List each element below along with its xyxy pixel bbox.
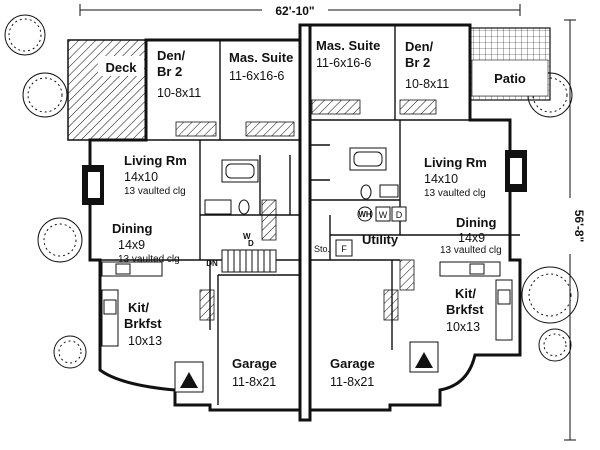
exterior-walls [88, 23, 522, 422]
svg-text:Mas. Suite: Mas. Suite [316, 38, 380, 53]
stairs-down-label: DN [206, 259, 218, 268]
storage-label: Sto. [314, 244, 330, 254]
laundry-left: W D [243, 232, 254, 248]
left-master-suite-label: Mas. Suite 11-6x16-6 [229, 50, 293, 83]
svg-text:13 vaulted clg: 13 vaulted clg [440, 245, 502, 256]
svg-text:10x13: 10x13 [128, 334, 162, 348]
svg-text:14x10: 14x10 [424, 172, 458, 186]
right-den-label: Den/ Br 2 10-8x11 [405, 39, 449, 91]
svg-text:10-8x11: 10-8x11 [157, 86, 201, 100]
svg-text:10x13: 10x13 [446, 320, 480, 334]
bathtub-icon [221, 147, 387, 183]
fireplace-icon [82, 150, 527, 205]
right-unit-walls [310, 25, 520, 350]
width-dimension: 62'-10" [79, 3, 521, 18]
svg-text:Garage: Garage [330, 356, 375, 371]
svg-text:14x10: 14x10 [124, 170, 158, 184]
svg-text:Living Rm: Living Rm [424, 155, 487, 170]
deck-label: Deck [105, 60, 137, 75]
svg-text:11-6x16-6: 11-6x16-6 [316, 56, 371, 70]
left-dining-label: Dining 14x9 13 vaulted clg [112, 221, 180, 265]
water-heater-label: WH [358, 210, 372, 219]
toilet-icon [204, 184, 399, 215]
svg-text:11-6x16-6: 11-6x16-6 [229, 69, 284, 83]
washer-label: W [379, 210, 388, 220]
dryer-label: D [248, 239, 254, 248]
right-dining-label: Dining 14x9 13 vaulted clg [440, 215, 502, 256]
svg-text:Kit/: Kit/ [128, 300, 149, 315]
furnace-label: F [341, 244, 347, 254]
svg-text:Kit/: Kit/ [455, 286, 476, 301]
stairs: DN [206, 249, 277, 273]
svg-text:11-8x21: 11-8x21 [330, 375, 374, 389]
svg-text:Mas. Suite: Mas. Suite [229, 50, 293, 65]
patio-label: Patio [494, 71, 526, 86]
left-living-room-label: Living Rm 14x10 13 vaulted clg [124, 153, 187, 197]
svg-text:Brkfst: Brkfst [124, 316, 162, 331]
deck-area: Deck [67, 39, 147, 141]
svg-text:Garage: Garage [232, 356, 277, 371]
svg-text:Br 2: Br 2 [405, 55, 430, 70]
depth-dimension: 56'-8" [563, 19, 586, 441]
svg-text:13 vaulted clg: 13 vaulted clg [118, 254, 180, 265]
svg-text:Living Rm: Living Rm [124, 153, 187, 168]
left-den-label: Den/ Br 2 10-8x11 [157, 48, 201, 100]
svg-text:Dining: Dining [456, 215, 496, 230]
svg-text:Dining: Dining [112, 221, 152, 236]
right-living-room-label: Living Rm 14x10 13 vaulted clg [424, 155, 487, 199]
svg-text:Brkfst: Brkfst [446, 302, 484, 317]
svg-text:Den/: Den/ [157, 48, 186, 63]
svg-text:Br 2: Br 2 [157, 64, 182, 79]
svg-text:14x9: 14x9 [118, 238, 145, 252]
patio-area: Patio [469, 27, 551, 101]
left-kitchen-label: Kit/ Brkfst 10x13 [124, 300, 162, 348]
kitchen-counters [101, 261, 513, 347]
entry-arrow-icon [174, 341, 439, 393]
svg-text:Den/: Den/ [405, 39, 434, 54]
right-garage-label: Garage 11-8x21 [330, 356, 375, 389]
right-kitchen-label: Kit/ Brkfst 10x13 [446, 286, 484, 334]
svg-text:10-8x11: 10-8x11 [405, 77, 449, 91]
svg-text:13 vaulted clg: 13 vaulted clg [424, 188, 486, 199]
svg-text:11-8x21: 11-8x21 [232, 375, 276, 389]
utility-fixtures: WH W D F Sto. [314, 206, 407, 257]
right-master-suite-label: Mas. Suite 11-6x16-6 [316, 38, 380, 70]
washer-label: W [243, 232, 251, 241]
svg-text:13 vaulted clg: 13 vaulted clg [124, 186, 186, 197]
svg-text:Utility: Utility [362, 232, 399, 247]
width-dimension-label: 62'-10" [275, 4, 314, 18]
svg-text:14x9: 14x9 [458, 231, 485, 245]
right-utility-label: Utility [362, 232, 399, 247]
dryer-label: D [396, 210, 403, 220]
closet [175, 99, 437, 321]
left-garage-label: Garage 11-8x21 [232, 356, 277, 389]
depth-dimension-label: 56'-8" [572, 210, 586, 243]
